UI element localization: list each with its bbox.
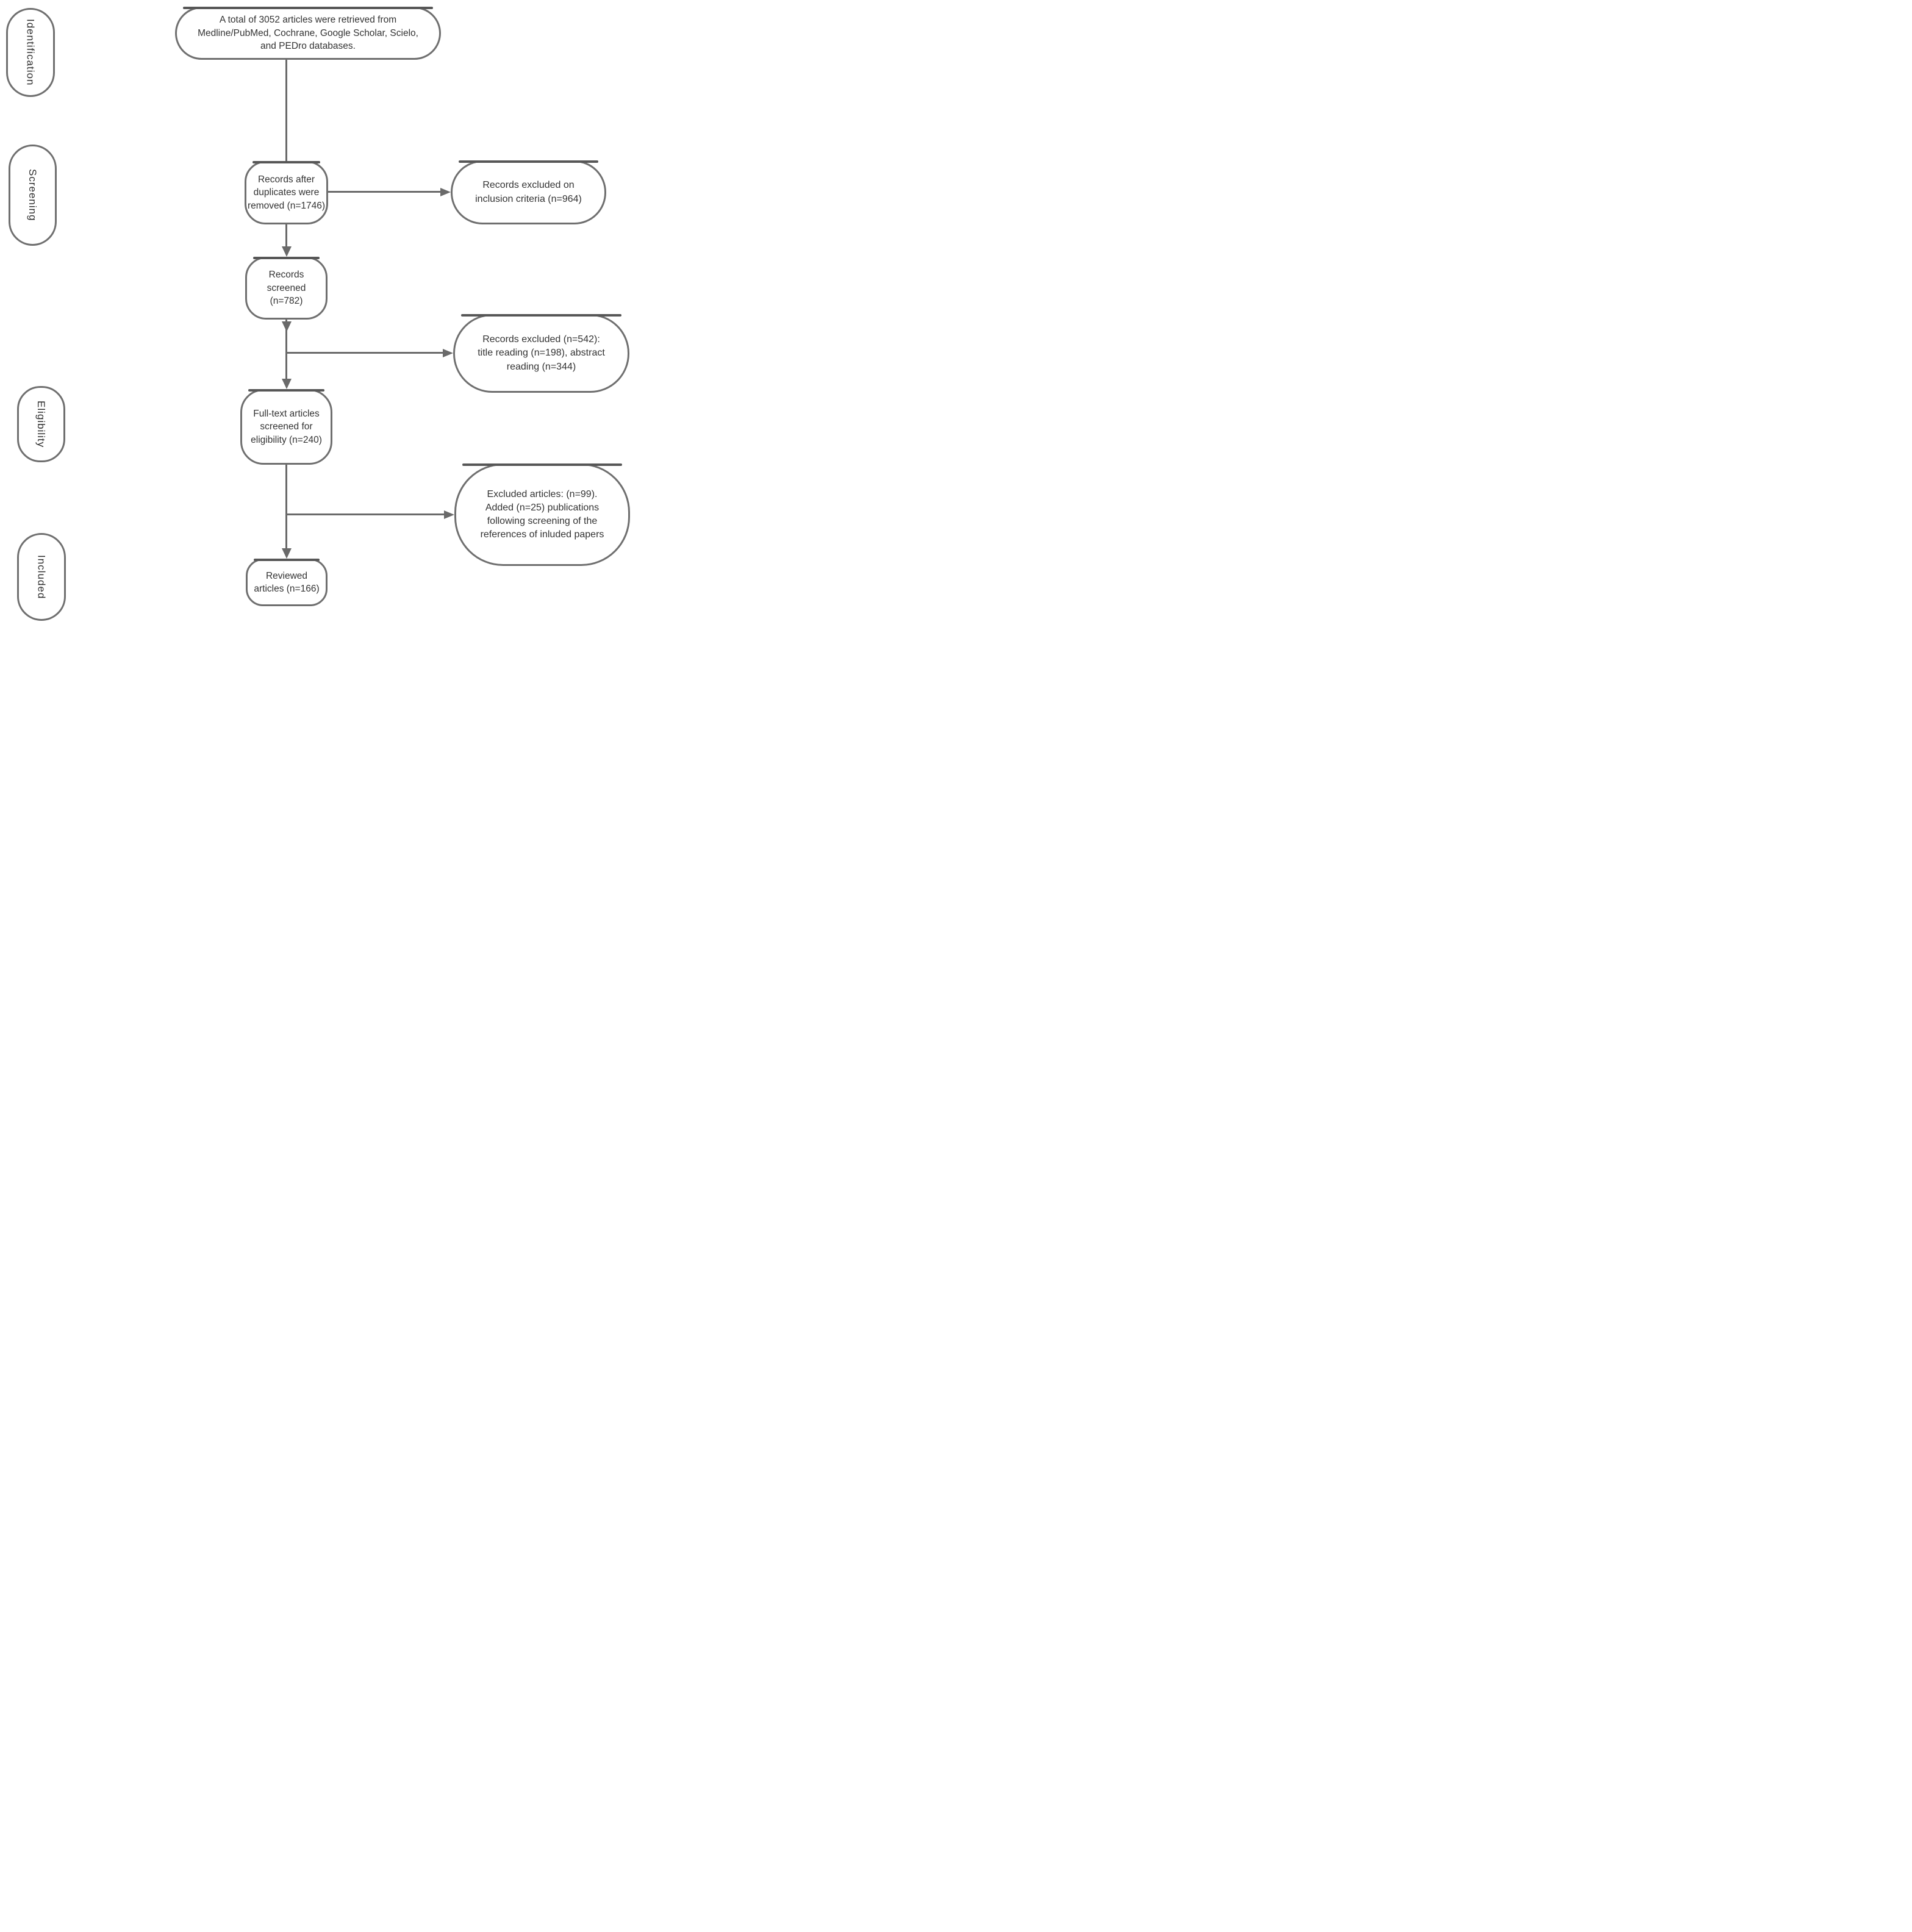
arrow-fulltext-to-excluded-articles — [287, 513, 444, 515]
arrow-screened-to-fulltext — [285, 320, 287, 381]
excluded-articles-node: Excluded articles: (n=99).Added (n=25) p… — [454, 463, 630, 566]
excluded-articles-text: Excluded articles: (n=99).Added (n=25) p… — [480, 488, 604, 540]
stage-label-included: Included — [35, 554, 48, 599]
source-databases-text: A total of 3052 articles were retrieved … — [198, 15, 418, 52]
stage-pill-screening: Screening — [9, 145, 57, 246]
excluded-records-node: Records excluded (n=542):title reading (… — [453, 314, 629, 393]
arrowhead-down-icon — [282, 548, 292, 559]
prisma-flow-diagram: Identification Screening Eligibility Inc… — [0, 0, 637, 644]
stage-pill-eligibility: Eligibility — [17, 386, 65, 462]
arrowhead-right-icon — [440, 188, 451, 196]
arrow-duplicates-to-excluded-inclusion — [328, 191, 440, 193]
excluded-records-text: Records excluded (n=542):title reading (… — [478, 334, 605, 372]
stage-pill-identification: Identification — [6, 8, 55, 97]
source-databases-node: A total of 3052 articles were retrieved … — [175, 7, 441, 60]
arrowhead-down-icon — [282, 379, 292, 389]
arrowhead-down-icon — [282, 246, 292, 257]
arrow-fulltext-to-reviewed — [285, 465, 287, 550]
stage-label-eligibility: Eligibility — [35, 400, 48, 448]
stage-pill-included: Included — [17, 533, 66, 621]
arrowhead-right-icon — [444, 510, 454, 519]
arrow-screened-to-excluded-records — [287, 352, 443, 354]
stage-label-identification: Identification — [24, 19, 37, 86]
stage-label-screening: Screening — [27, 169, 39, 221]
arrow-source-to-duplicates — [285, 60, 287, 161]
arrowhead-right-icon — [443, 349, 453, 357]
arrow-duplicates-to-screened — [285, 224, 287, 247]
arrowhead-down-icon — [282, 321, 292, 332]
